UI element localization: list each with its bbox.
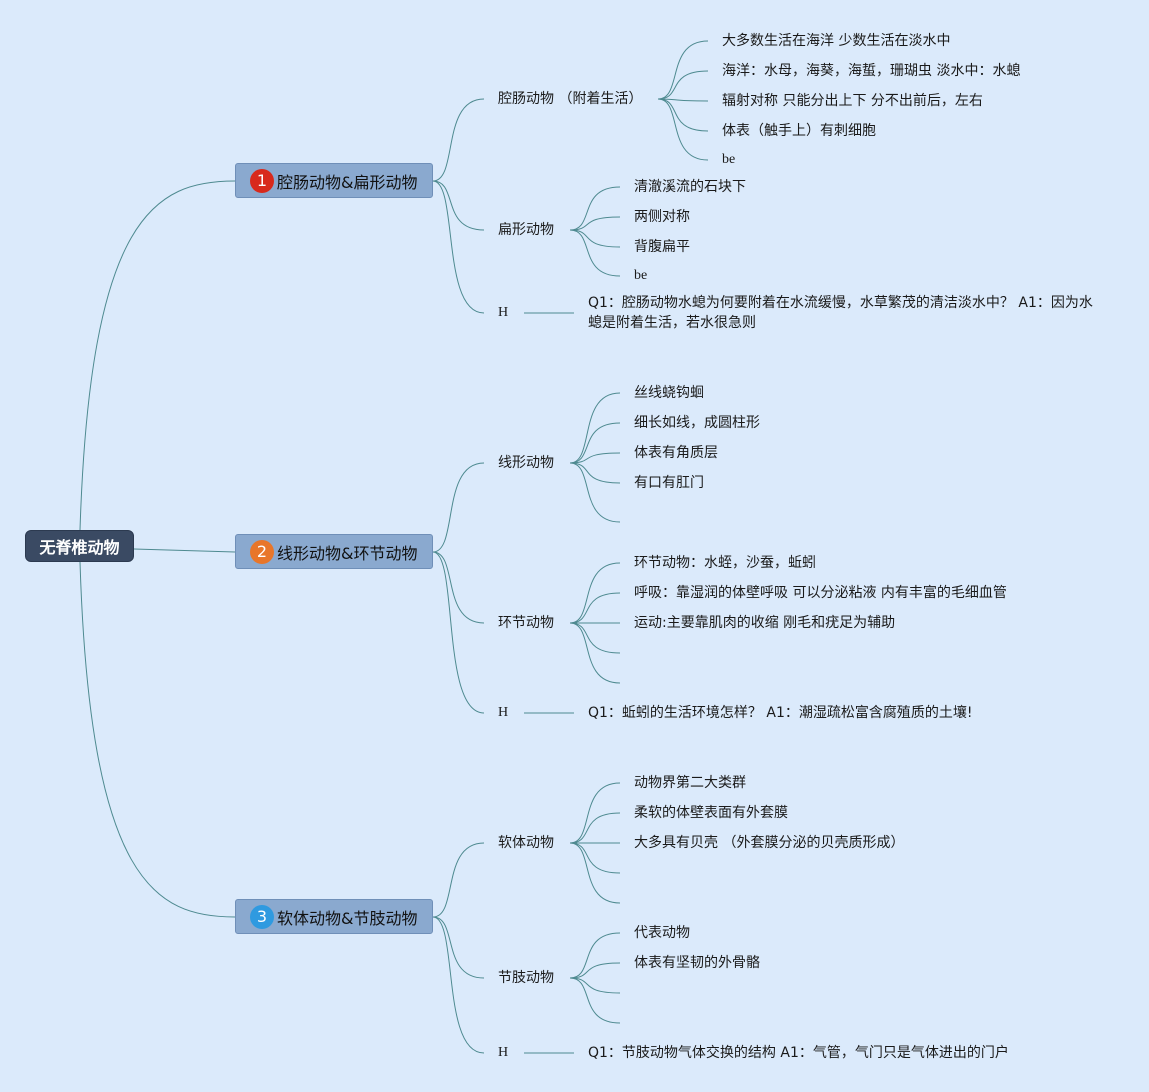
leaf-item[interactable]: 辐射对称 只能分出上下 分不出前后，左右 <box>722 93 983 109</box>
connector-line <box>432 916 485 1054</box>
connector-line <box>432 462 485 553</box>
connector-line <box>569 392 621 464</box>
leaf-item[interactable]: 体表有坚韧的外骨骼 <box>634 955 760 971</box>
connector-line <box>569 812 621 844</box>
topic-3[interactable]: 3 软体动物&节肢动物 <box>235 899 433 934</box>
leaf-item[interactable]: 环节动物：水蛭，沙蚕，蚯蚓 <box>634 555 816 571</box>
qa-text-1[interactable]: Q1：腔肠动物水螅为何要附着在水流缓慢，水草繁茂的清洁淡水中？ A1：因为水螅是… <box>588 295 1093 331</box>
topic-1-label: 腔肠动物&扁形动物 <box>277 172 418 192</box>
connector-line <box>657 70 709 100</box>
leaf-item[interactable]: 大多数生活在海洋 少数生活在淡水中 <box>722 33 951 49</box>
connector-line <box>569 782 621 844</box>
connector-line <box>569 229 621 248</box>
subtopic-annelid[interactable]: 环节动物 <box>498 615 554 631</box>
subtopic-flatworm[interactable]: 扁形动物 <box>498 222 554 238</box>
leaf-item[interactable]: 有口有肛门 <box>634 475 704 491</box>
leaf-item[interactable]: 动物界第二大类群 <box>634 775 746 791</box>
leaf-item[interactable]: 体表有角质层 <box>634 445 718 461</box>
connector-line <box>79 180 236 531</box>
subtopic-h-1[interactable]: H <box>498 305 509 320</box>
leaf-item[interactable]: be <box>634 268 648 283</box>
connector-line <box>657 98 709 132</box>
topic-3-label: 软体动物&节肢动物 <box>277 908 418 928</box>
connector-line <box>432 551 485 624</box>
connector-line <box>569 977 621 994</box>
leaf-item[interactable]: 代表动物 <box>634 925 690 941</box>
connector-line <box>432 98 485 182</box>
connector-line <box>569 622 621 684</box>
subtopic-mollusk[interactable]: 软体动物 <box>498 835 554 851</box>
leaf-item[interactable]: be <box>722 152 736 167</box>
connector-line <box>432 180 485 231</box>
connector-line <box>133 548 236 553</box>
connector-line <box>569 216 621 231</box>
badge-3: 3 <box>250 904 274 929</box>
connector-line <box>657 98 709 161</box>
leaf-item[interactable]: 细长如线，成圆柱形 <box>634 415 760 431</box>
connector-line <box>569 562 621 624</box>
connector-line <box>79 561 236 918</box>
qa-text-3[interactable]: Q1：节肢动物气体交换的结构 A1：气管，气门只是气体进出的门户 <box>588 1045 1009 1061</box>
connector-line <box>432 842 485 918</box>
connector-line <box>569 622 621 654</box>
connector-line <box>569 229 621 277</box>
subtopic-h-2[interactable]: H <box>498 705 509 720</box>
connector-line <box>432 551 485 714</box>
connector-line <box>569 422 621 464</box>
badge-2: 2 <box>250 539 274 564</box>
leaf-item[interactable]: 大多具有贝壳 （外套膜分泌的贝壳质形成） <box>634 835 905 851</box>
connector-line <box>432 916 485 979</box>
subtopic-h-3[interactable]: H <box>498 1045 509 1060</box>
leaf-item[interactable]: 两侧对称 <box>634 209 690 225</box>
leaf-item[interactable]: 呼吸：靠湿润的体壁呼吸 可以分泌粘液 内有丰富的毛细血管 <box>634 585 1007 601</box>
leaf-item[interactable]: 背腹扁平 <box>634 239 690 255</box>
connector-line <box>569 932 621 979</box>
topic-2-label: 线形动物&环节动物 <box>277 543 418 563</box>
leaf-item[interactable]: 清澈溪流的石块下 <box>634 179 746 195</box>
topic-2[interactable]: 2 线形动物&环节动物 <box>235 534 433 569</box>
connector-line <box>569 452 621 464</box>
connector-line <box>569 977 621 1024</box>
connector-line <box>657 98 709 102</box>
qa-text-2[interactable]: Q1：蚯蚓的生活环境怎样？ A1：潮湿疏松富含腐殖质的土壤! <box>588 705 973 721</box>
subtopic-nematode[interactable]: 线形动物 <box>498 455 554 471</box>
leaf-item[interactable]: 运动:主要靠肌肉的收缩 刚毛和疣足为辅助 <box>634 615 896 631</box>
connector-line <box>569 842 621 874</box>
badge-1: 1 <box>250 168 274 193</box>
leaf-item[interactable]: 柔软的体壁表面有外套膜 <box>634 805 788 821</box>
connector-line <box>569 962 621 979</box>
connector-line <box>569 842 621 904</box>
topic-1[interactable]: 1 腔肠动物&扁形动物 <box>235 163 433 198</box>
connector-line <box>569 462 621 523</box>
connector-line <box>657 40 709 100</box>
connector-line <box>569 462 621 484</box>
leaf-item[interactable]: 丝线蛲钩蛔 <box>634 385 704 401</box>
leaf-item[interactable]: 体表（触手上）有刺细胞 <box>722 123 876 139</box>
root-node[interactable]: 无脊椎动物 <box>25 530 134 562</box>
subtopic-coelenterata[interactable]: 腔肠动物 （附着生活） <box>498 91 643 107</box>
connector-line <box>569 592 621 624</box>
connector-line <box>432 180 485 314</box>
leaf-item[interactable]: 海洋：水母，海葵，海蜇，珊瑚虫 淡水中：水螅 <box>722 63 1021 79</box>
root-label: 无脊椎动物 <box>39 538 120 557</box>
connector-line <box>569 186 621 231</box>
subtopic-arthropod[interactable]: 节肢动物 <box>498 970 554 986</box>
